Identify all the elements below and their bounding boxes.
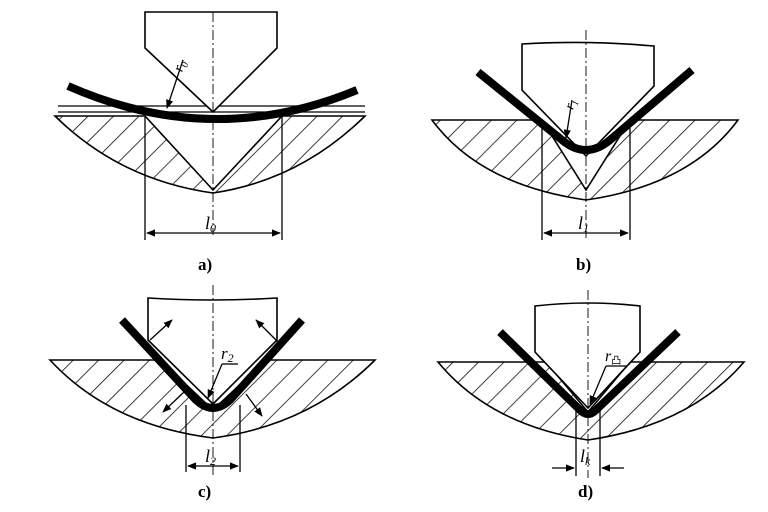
dim-label-a: l0 [205, 213, 216, 235]
dim-label-c: l2 [205, 446, 216, 468]
force-arrow-lowleft-c [162, 391, 185, 413]
radius-label-c: r2 [221, 344, 234, 365]
caption-b: b) [576, 255, 591, 274]
punch-c [147, 297, 278, 406]
punch-b [521, 41, 655, 158]
die-b [430, 119, 740, 201]
punch-a [144, 11, 278, 114]
panel-a: r0 l0 a) [53, 11, 367, 274]
sheet-d [497, 329, 681, 418]
sheet-c [119, 317, 305, 412]
radius-leader-a [166, 59, 184, 109]
force-arrow-left-c [149, 319, 173, 341]
caption-a: a) [198, 255, 212, 274]
sheet-b [475, 66, 695, 154]
die-a [53, 115, 367, 194]
dim-label-d: lk [580, 446, 591, 468]
punch-d [534, 302, 641, 410]
force-arrow-right-c [255, 319, 279, 343]
force-arrow-lowright-c [245, 393, 263, 417]
radius-label-a: r0 [171, 59, 191, 75]
panel-d: r凸 lk d) [436, 290, 746, 501]
dim-label-b: l1 [578, 213, 589, 235]
radius-label-d: r凸 [605, 348, 621, 367]
panel-b: r1 l1 b) [430, 30, 740, 274]
die-c [48, 359, 377, 439]
radius-label-b: r1 [562, 97, 580, 111]
radius-leader2-c [207, 363, 223, 399]
panel-c: r2 l2 c) [48, 285, 377, 501]
sheet-a [66, 82, 359, 123]
caption-c: c) [198, 482, 211, 501]
radius-leader-b [563, 99, 573, 139]
radius-leader2-d [589, 365, 607, 405]
die-d [436, 361, 746, 441]
caption-d: d) [578, 482, 593, 501]
